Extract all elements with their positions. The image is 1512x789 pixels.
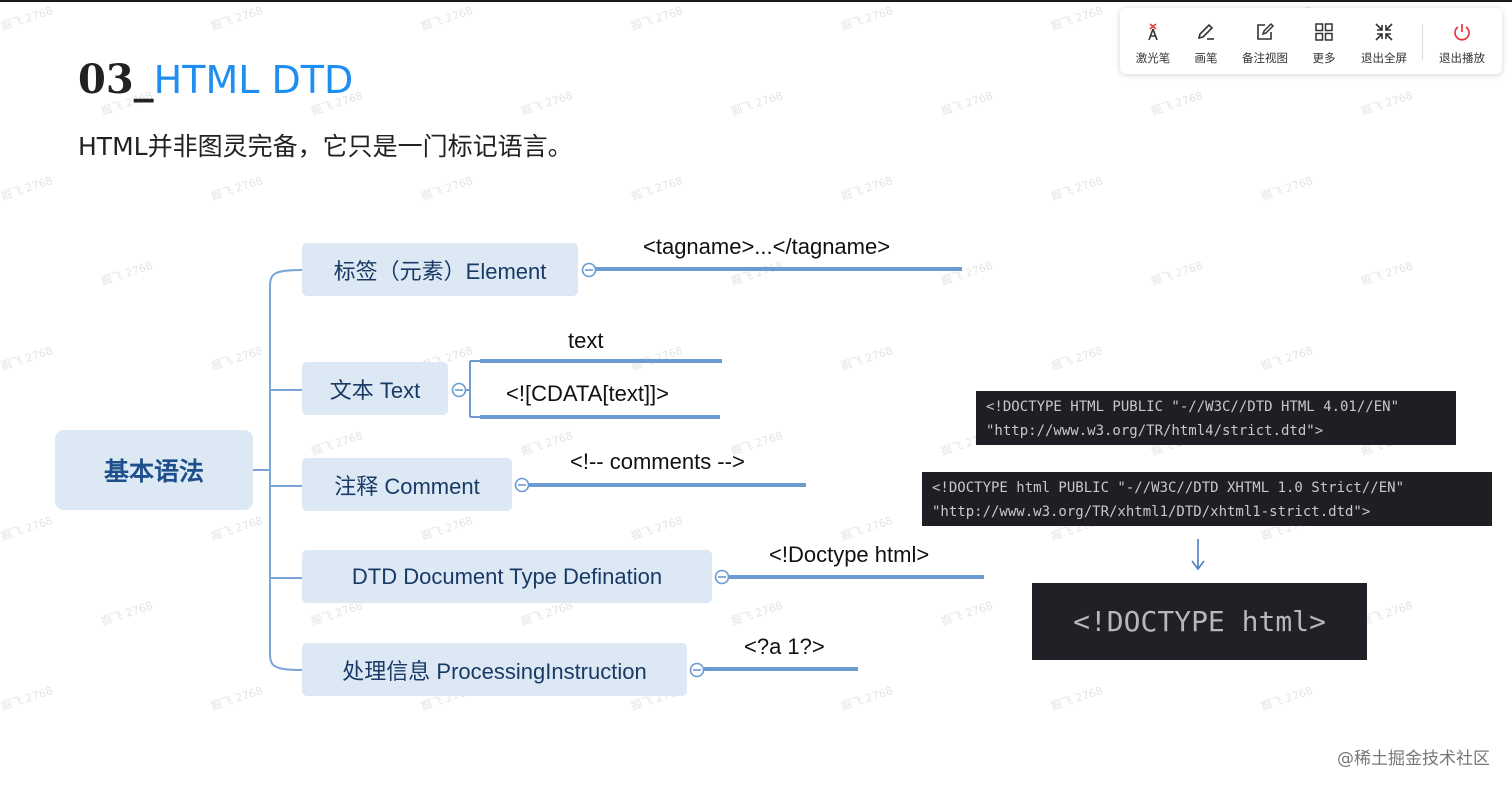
slide-subtitle: HTML并非图灵完备，它只是一门标记语言。 bbox=[78, 132, 573, 161]
brand-watermark: @稀土掘金技术社区 bbox=[1337, 749, 1490, 769]
mindmap-node-dtd[interactable]: DTD Document Type Defination bbox=[302, 550, 712, 603]
pen-icon bbox=[1197, 23, 1214, 40]
notes-view-button[interactable]: 备注视图 bbox=[1236, 8, 1294, 74]
code-line: "http://www.w3.org/TR/xhtml1/DTD/xhtml1-… bbox=[932, 504, 1371, 520]
slide-title: 03_HTML DTD bbox=[78, 54, 353, 106]
grid-icon bbox=[1315, 23, 1333, 41]
exit-fullscreen-button[interactable]: 退出全屏 bbox=[1356, 8, 1412, 74]
toolbar-label: 退出全屏 bbox=[1361, 51, 1407, 65]
code-xhtml-doctype: <!DOCTYPE html PUBLIC "-//W3C//DTD XHTML… bbox=[922, 472, 1492, 526]
example-cdata: <![CDATA[text]]> bbox=[506, 381, 670, 406]
code-line: <!DOCTYPE HTML PUBLIC "-//W3C//DTD HTML … bbox=[986, 399, 1400, 415]
mindmap-node-pi[interactable]: 处理信息 ProcessingInstruction bbox=[302, 643, 687, 696]
exit-slideshow-button[interactable]: 退出播放 bbox=[1434, 8, 1490, 74]
example-comment: <!-- comments --> bbox=[570, 449, 745, 474]
mindmap-node-text[interactable]: 文本 Text bbox=[302, 362, 448, 415]
mindmap-node-comment[interactable]: 注释 Comment bbox=[302, 458, 512, 511]
toolbar-label: 激光笔 bbox=[1135, 51, 1171, 65]
example-dtd: <!Doctype html> bbox=[769, 542, 930, 567]
arrow-down-icon bbox=[1191, 539, 1205, 571]
laser-pointer-button[interactable]: 激光笔 bbox=[1126, 8, 1180, 74]
toolbar-label: 更多 bbox=[1312, 51, 1336, 65]
code-html5-doctype: <!DOCTYPE html> bbox=[1032, 583, 1367, 660]
more-button[interactable]: 更多 bbox=[1302, 8, 1346, 74]
exit-fullscreen-icon bbox=[1375, 23, 1393, 41]
example-text: text bbox=[568, 328, 604, 353]
code-line: "http://www.w3.org/TR/html4/strict.dtd"> bbox=[986, 423, 1324, 439]
title-text: HTML DTD bbox=[153, 58, 354, 102]
laser-pointer-icon bbox=[1148, 23, 1158, 41]
toolbar-label: 退出播放 bbox=[1439, 51, 1485, 65]
mindmap-node-element[interactable]: 标签（元素）Element bbox=[302, 243, 578, 296]
power-icon bbox=[1454, 24, 1470, 41]
example-pi: <?a 1?> bbox=[744, 634, 825, 659]
toolbar-label: 画笔 bbox=[1194, 51, 1218, 65]
title-number: 03_ bbox=[78, 56, 154, 103]
pen-button[interactable]: 画笔 bbox=[1183, 8, 1229, 74]
code-html4-doctype: <!DOCTYPE HTML PUBLIC "-//W3C//DTD HTML … bbox=[976, 391, 1456, 445]
presentation-toolbar: 激光笔 画笔 备注视图 更多 bbox=[1120, 8, 1502, 74]
toolbar-label: 备注视图 bbox=[1242, 51, 1288, 65]
trunk-line bbox=[269, 269, 303, 671]
code-line: <!DOCTYPE html PUBLIC "-//W3C//DTD XHTML… bbox=[932, 480, 1405, 496]
toolbar-separator bbox=[1422, 24, 1423, 60]
mindmap-root[interactable]: 基本语法 bbox=[55, 430, 253, 510]
notes-view-icon bbox=[1257, 22, 1275, 40]
example-element: <tagname>...</tagname> bbox=[643, 234, 891, 259]
top-border bbox=[0, 0, 1512, 2]
